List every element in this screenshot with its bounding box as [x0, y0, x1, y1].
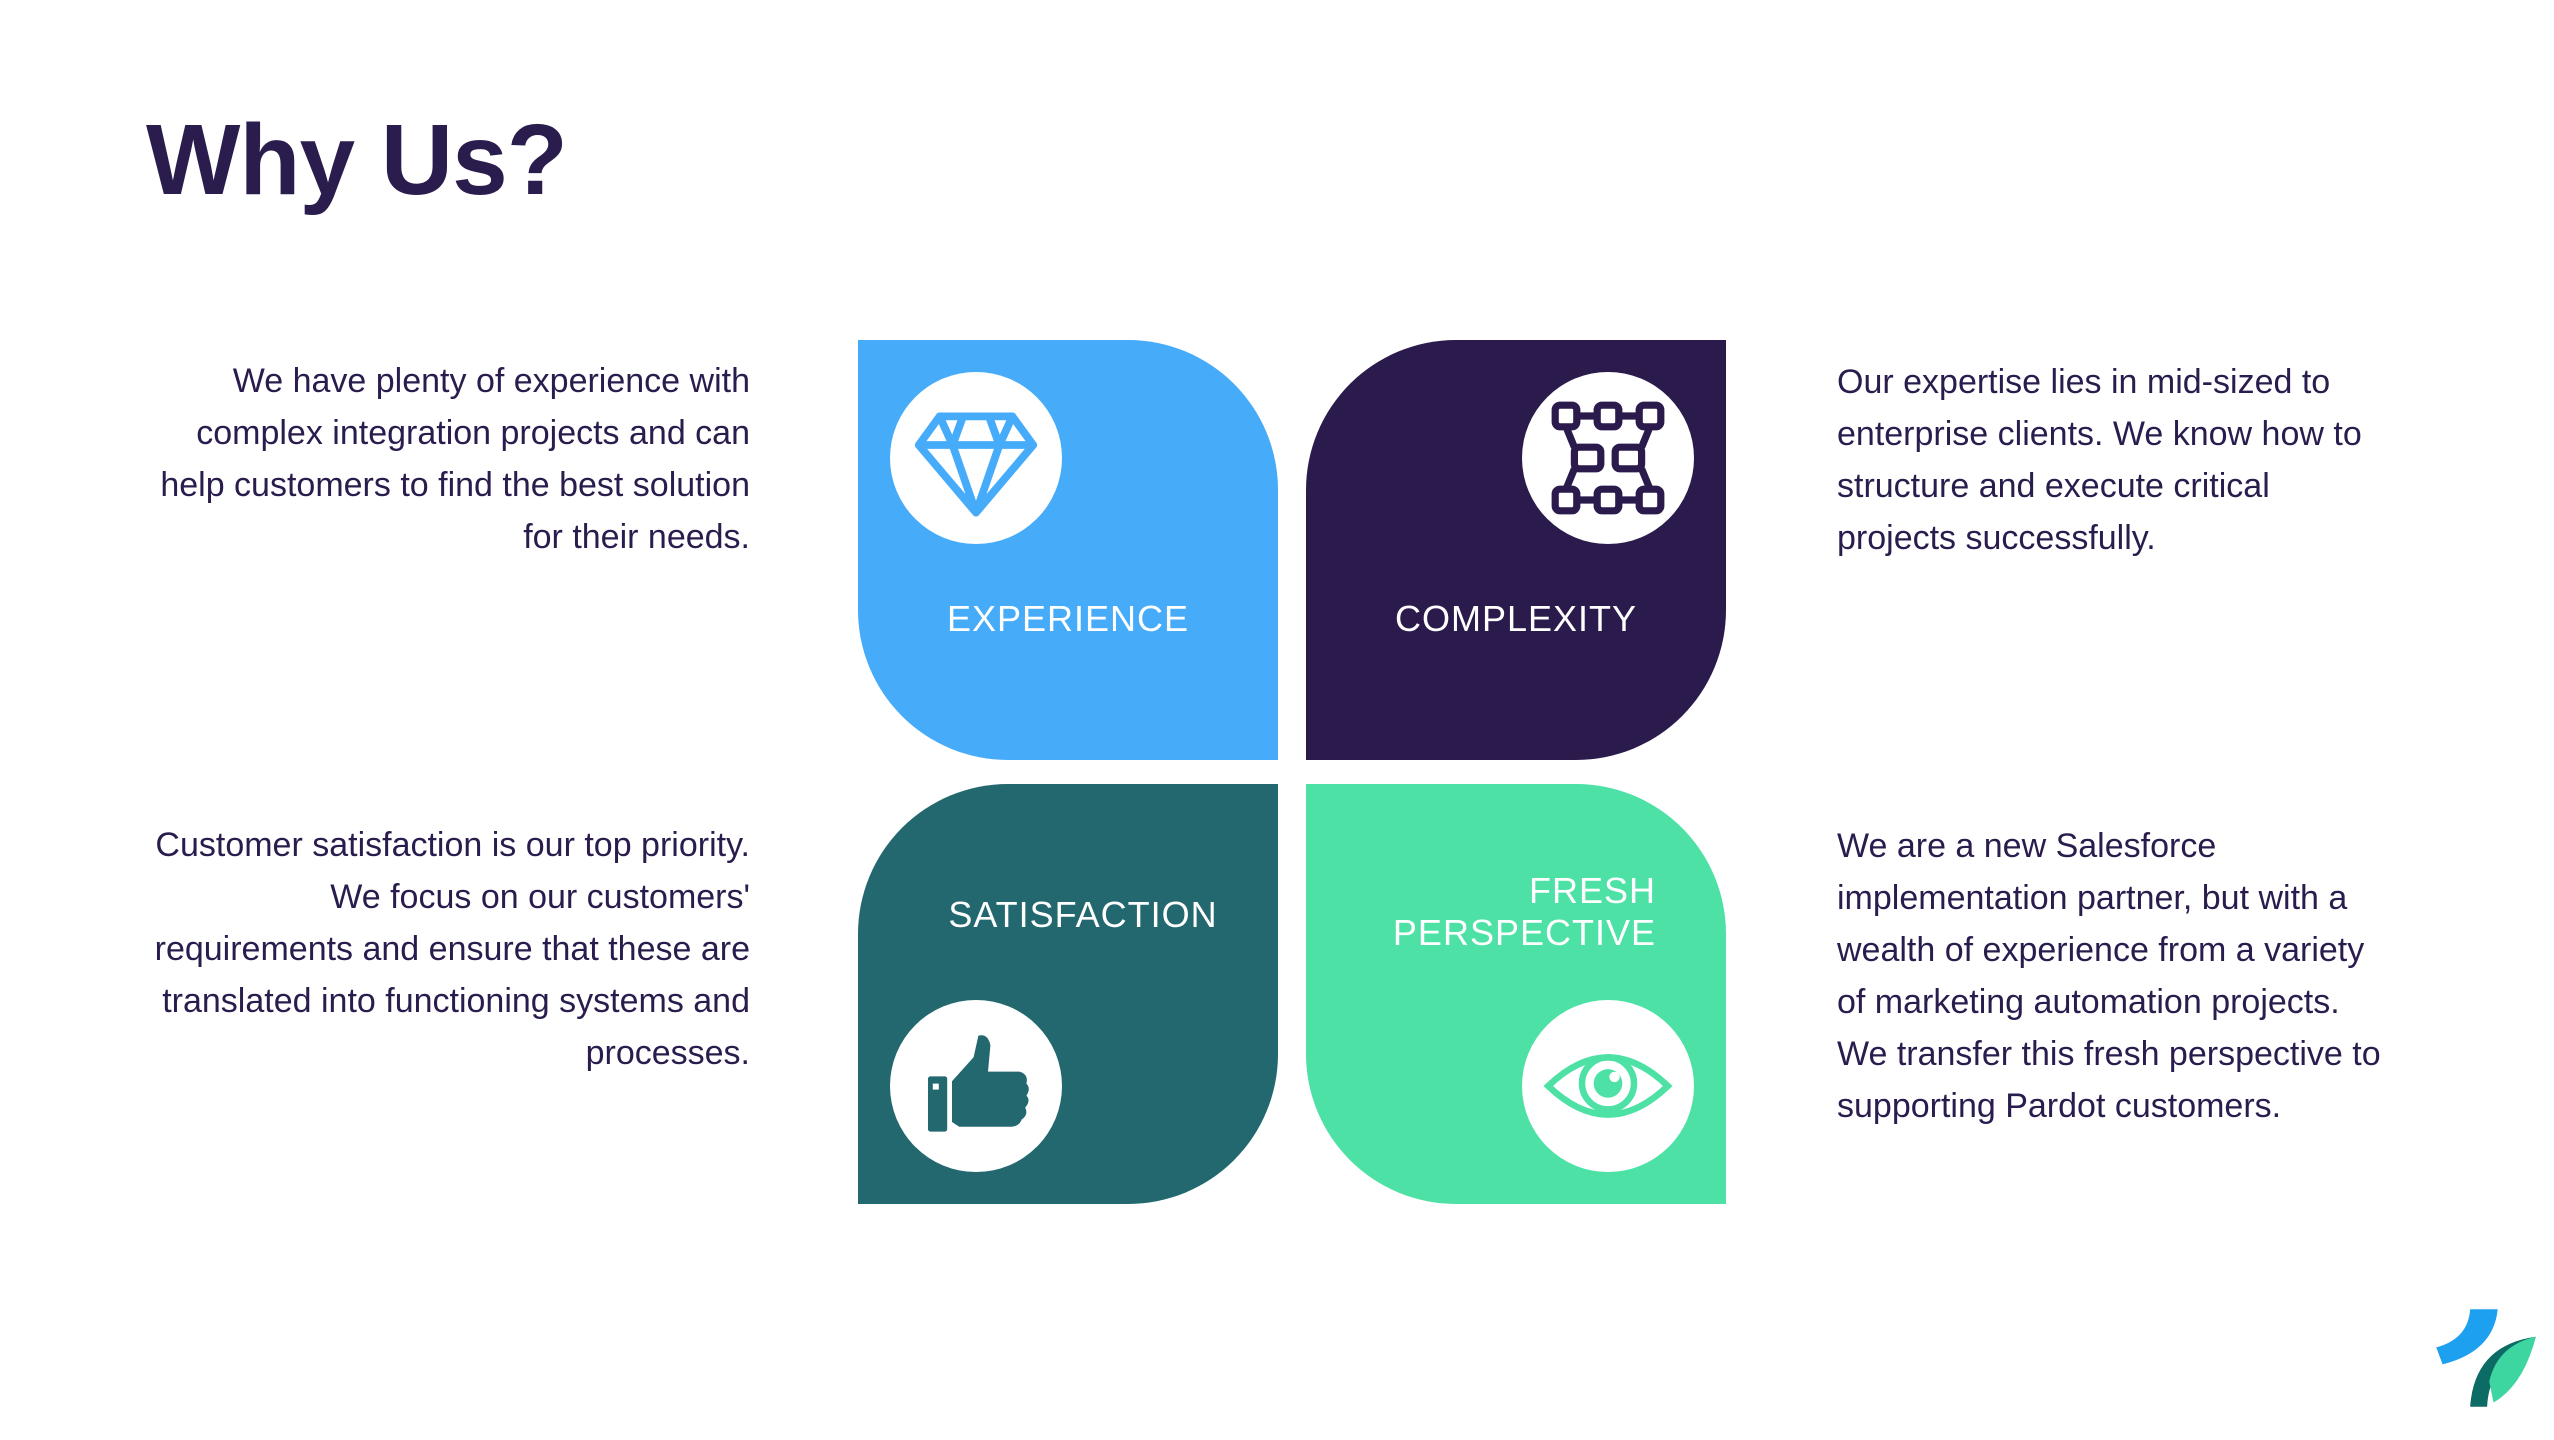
network-icon — [1522, 372, 1694, 544]
complexity-tile: COMPLEXITY — [1306, 340, 1726, 760]
fresh-perspective-description: We are a new Salesforce implementation p… — [1837, 827, 2381, 1125]
brand-logo-icon — [2436, 1309, 2536, 1407]
satisfaction-label: SATISFACTION — [948, 894, 1218, 935]
eye-icon — [1522, 1000, 1694, 1172]
slide-title: Why Us? — [146, 104, 568, 216]
complexity-description: Our expertise lies in mid-sized to enter… — [1837, 363, 2362, 557]
satisfaction-tile: SATISFACTION — [858, 784, 1278, 1204]
experience-tile: EXPERIENCE — [858, 340, 1278, 760]
fresh-perspective-label: FRESH PERSPECTIVE — [1392, 870, 1656, 953]
diamond-icon — [890, 372, 1062, 544]
complexity-label: COMPLEXITY — [1394, 598, 1638, 639]
satisfaction-description: Customer satisfaction is our top priorit… — [154, 826, 750, 1072]
experience-description: We have plenty of experience with comple… — [160, 362, 750, 556]
thumbs-up-icon — [890, 1000, 1062, 1172]
fresh-perspective-tile: FRESH PERSPECTIVE — [1306, 784, 1726, 1204]
experience-label: EXPERIENCE — [946, 598, 1190, 639]
